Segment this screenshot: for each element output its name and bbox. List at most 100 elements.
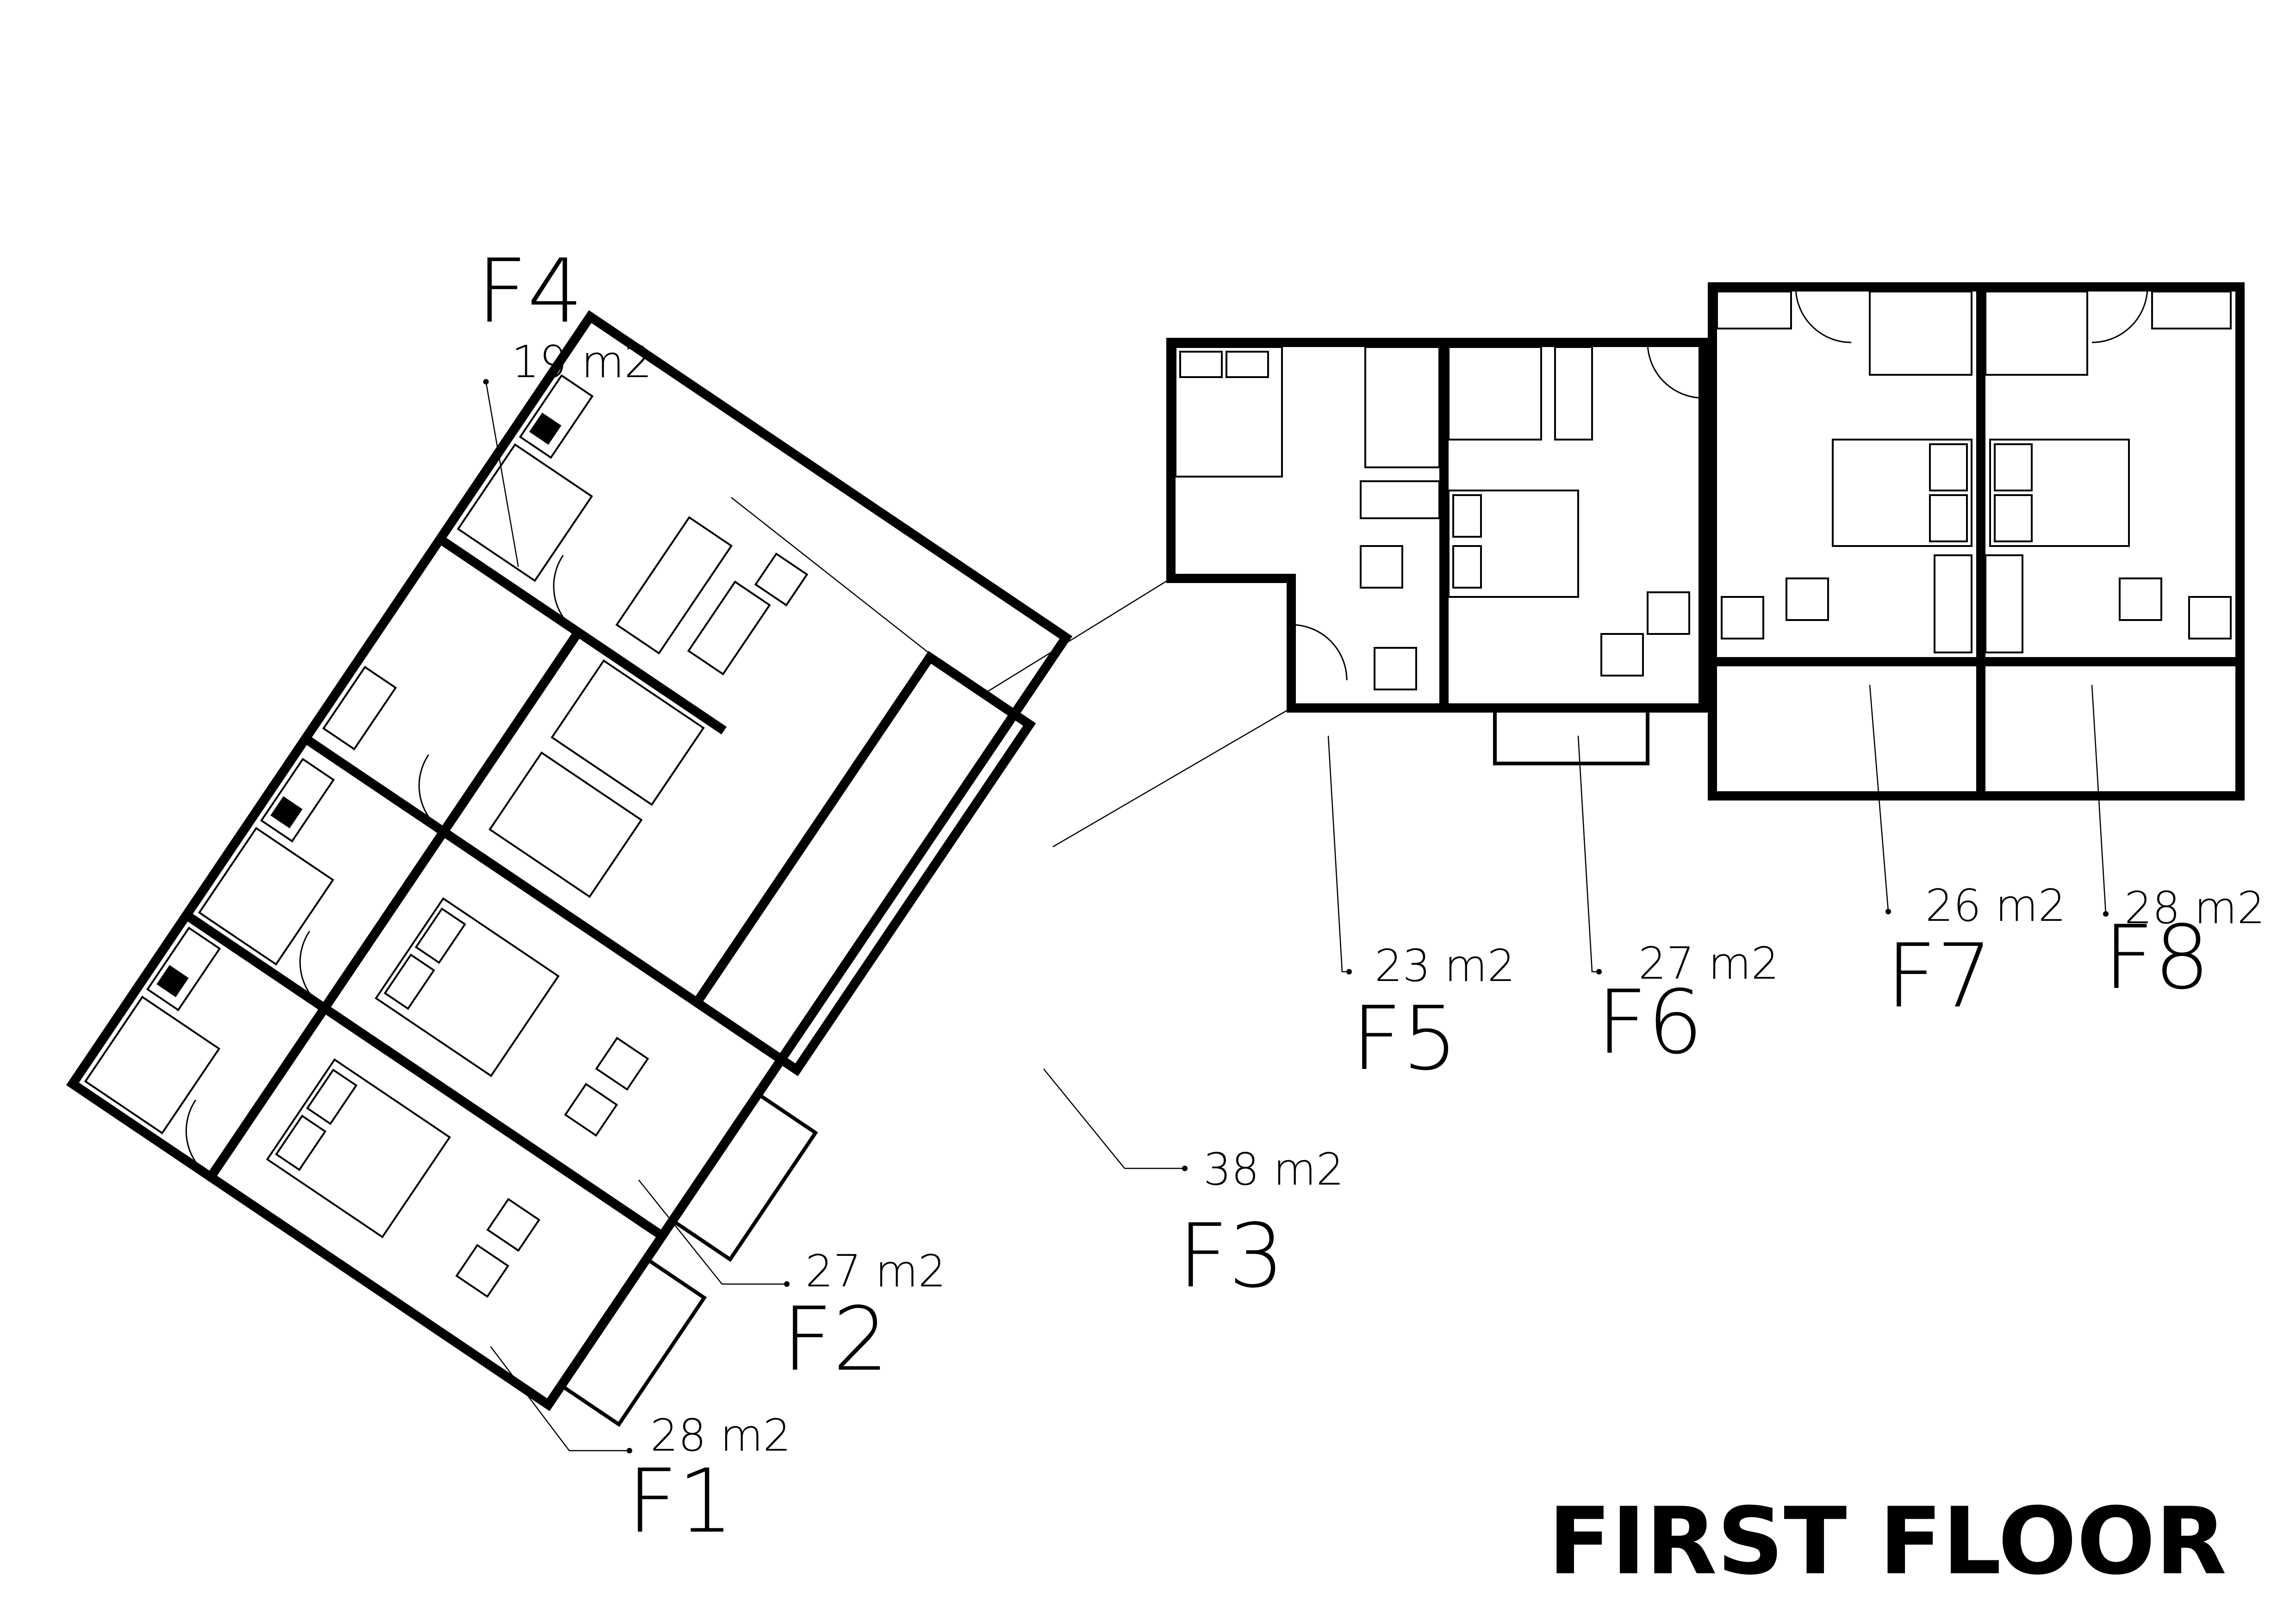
armchair-f2a <box>564 1083 618 1137</box>
right-wing <box>1166 282 2245 801</box>
leader-f2 <box>638 1179 787 1285</box>
bathroom-f2 <box>198 826 335 966</box>
armchair-f8a <box>2188 596 2232 639</box>
leader-lines <box>483 379 2109 1453</box>
leader-dot-f6 <box>1596 969 1602 974</box>
unit-labels: 28 m2 F1 27 m2 F2 38 m2 F3 F4 19 m2 23 m… <box>477 240 2265 1552</box>
area-label-f7: 26 m2 <box>1925 881 2066 931</box>
walkway-line-3 <box>1052 707 1292 848</box>
kitchenette-f5 <box>1360 480 1440 519</box>
pillow-f2a <box>384 953 436 1010</box>
unit-wall-f6 <box>1439 338 1708 713</box>
walkway-line-2 <box>983 577 1171 695</box>
kitchenette-f7 <box>1716 291 1792 329</box>
kitchenette-f1 <box>146 926 221 1012</box>
armchair-f1a <box>455 1244 510 1298</box>
armchair-f7a <box>1721 596 1764 639</box>
leader-dot-f5 <box>1346 969 1352 974</box>
unit-label-f1: F1 <box>627 1450 734 1552</box>
door-f2 <box>299 931 325 1009</box>
floor-title: FIRST FLOOR <box>1548 1488 2227 1595</box>
pillow-f1a <box>275 1114 327 1171</box>
unit-divider-f3-f4 <box>437 535 727 735</box>
leader-f1 <box>490 1346 629 1452</box>
pillow-f7b <box>1929 494 1968 542</box>
area-label-f8: 28 m2 <box>2124 883 2265 934</box>
leader-f3 <box>1043 1068 1185 1169</box>
leader-f6 <box>1577 735 1599 973</box>
area-label-f4: 19 m2 <box>511 337 652 388</box>
door-f1 <box>185 1099 212 1178</box>
kitchenette-f6 <box>1554 346 1593 441</box>
unit-label-f3: F3 <box>1178 1205 1284 1307</box>
coffee-table-f3 <box>687 580 771 676</box>
leader-f4 <box>485 381 519 567</box>
sink-f2 <box>270 796 303 829</box>
leader-dot-f4 <box>483 379 489 385</box>
leader-dot-f7 <box>1885 909 1891 914</box>
door-f6 <box>1647 342 1704 399</box>
armchair-f6b <box>1647 591 1690 635</box>
leader-dot-f1 <box>627 1448 632 1453</box>
sink-f4 <box>529 412 561 445</box>
unit-wall-f5 <box>1166 338 1449 713</box>
armchair-f8b <box>2119 577 2162 621</box>
armchair-f3 <box>754 552 809 607</box>
left-wing <box>66 310 1073 1427</box>
armchair-f5b <box>1374 647 1417 690</box>
unit-divider-f1-f2 <box>184 911 665 1240</box>
bathroom-f1 <box>84 995 221 1135</box>
area-label-f6: 27 m2 <box>1638 938 1779 989</box>
unit-label-f2: F2 <box>782 1288 889 1390</box>
leader-dot-f2 <box>784 1281 790 1287</box>
unit-label-f7: F7 <box>1886 925 1992 1027</box>
door-f4 <box>553 554 579 633</box>
bed-f3a <box>488 751 643 898</box>
door-f5 <box>1291 624 1348 681</box>
pillow-f7a <box>1929 443 1968 491</box>
pillow-f2b <box>415 907 467 964</box>
unit-label-f6: F6 <box>1597 971 1703 1074</box>
balcony-f6 <box>1493 706 1649 765</box>
kitchenette-f3 <box>322 665 397 751</box>
bed-f5 <box>1175 346 1283 478</box>
area-label-f3: 38 m2 <box>1203 1144 1344 1195</box>
leader-dot-f3 <box>1182 1166 1188 1171</box>
sofa-f3 <box>615 516 733 655</box>
unit-label-f4: F4 <box>477 240 583 342</box>
pillow-f5a <box>1179 351 1223 378</box>
pillow-f6b <box>1452 545 1482 589</box>
area-label-f1: 28 m2 <box>650 1410 791 1461</box>
unit-label-f5: F5 <box>1351 987 1458 1090</box>
sink-f1 <box>156 965 189 997</box>
left-wing-outer-wall <box>66 310 1073 1411</box>
kitchenette-f2 <box>260 757 335 843</box>
armchair-f6a <box>1600 633 1644 677</box>
bed-f2 <box>374 897 560 1077</box>
armchair-f7b <box>1786 577 1829 621</box>
bathroom-f7 <box>1869 291 1972 376</box>
balcony-f2 <box>670 1091 818 1262</box>
pillow-f6a <box>1452 494 1482 538</box>
bathroom-f4 <box>457 443 593 582</box>
pillow-f5b <box>1226 351 1269 378</box>
kitchenette-f4 <box>519 374 594 459</box>
balcony-f1 <box>559 1256 707 1427</box>
bed-f8 <box>1989 439 2130 547</box>
bathroom-f8 <box>1985 291 2088 376</box>
pillow-f1b <box>306 1068 358 1125</box>
armchair-f2b <box>595 1037 649 1091</box>
kitchenette-f8 <box>2151 291 2232 329</box>
bathroom-f5 <box>1364 346 1440 468</box>
unit-label-f8: F8 <box>2103 906 2210 1009</box>
bed-f6 <box>1448 490 1579 598</box>
leader-dot-f8 <box>2103 911 2109 917</box>
bed-f3b <box>550 659 705 806</box>
area-label-f5: 23 m2 <box>1375 941 1515 992</box>
unit-wall-f8 <box>1976 282 2245 801</box>
balcony-f3 <box>690 651 1036 1076</box>
pillow-f8a <box>1994 443 2033 491</box>
leader-f7 <box>1869 684 1889 912</box>
wardrobe-f8 <box>1985 554 2023 653</box>
